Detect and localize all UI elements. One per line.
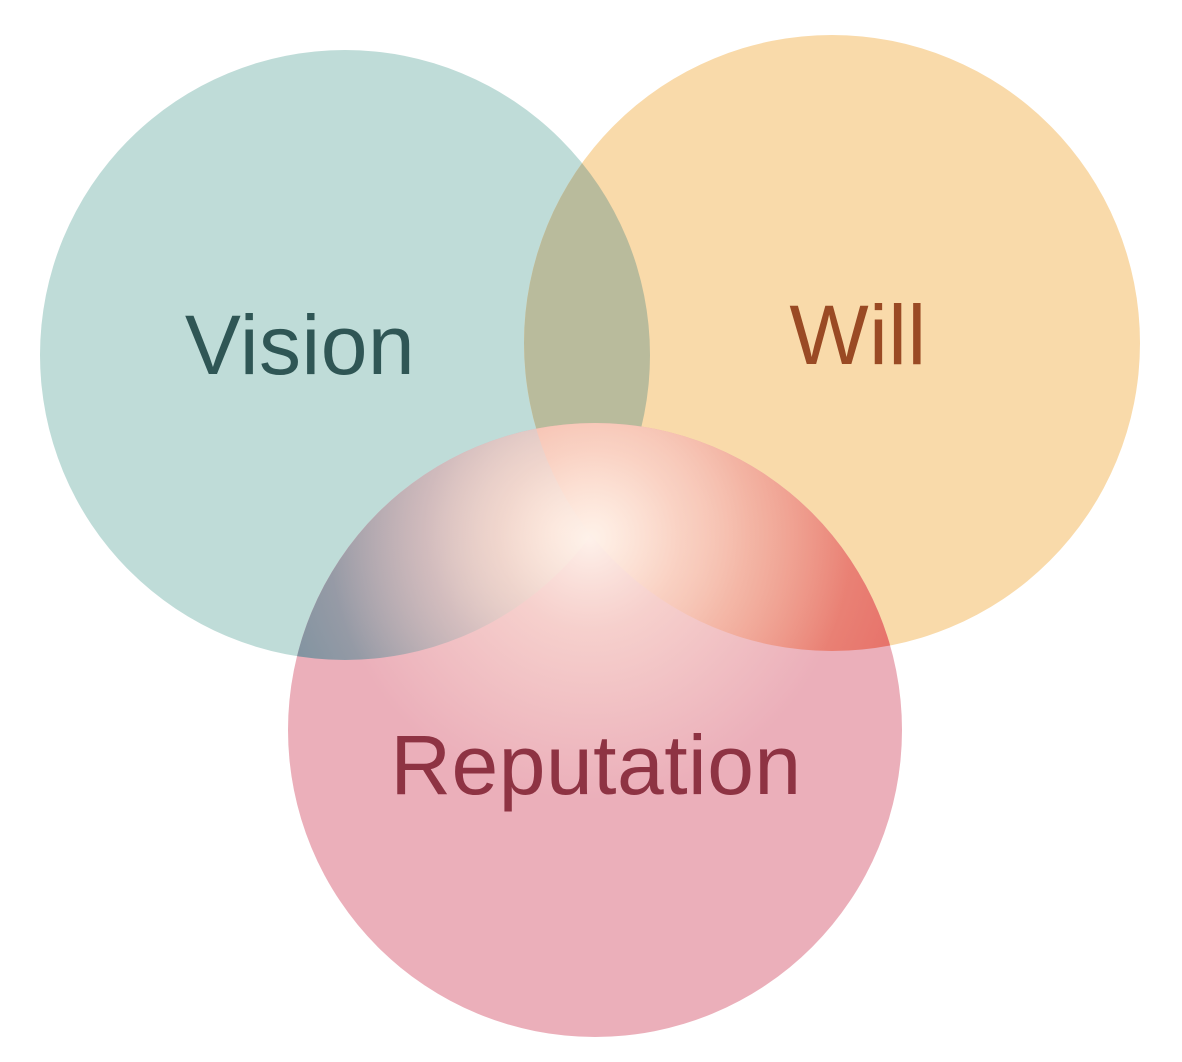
- center-glow: [330, 423, 850, 805]
- reputation-label: Reputation: [390, 718, 801, 812]
- will-label: Will: [789, 288, 926, 382]
- vision-label: Vision: [185, 298, 415, 392]
